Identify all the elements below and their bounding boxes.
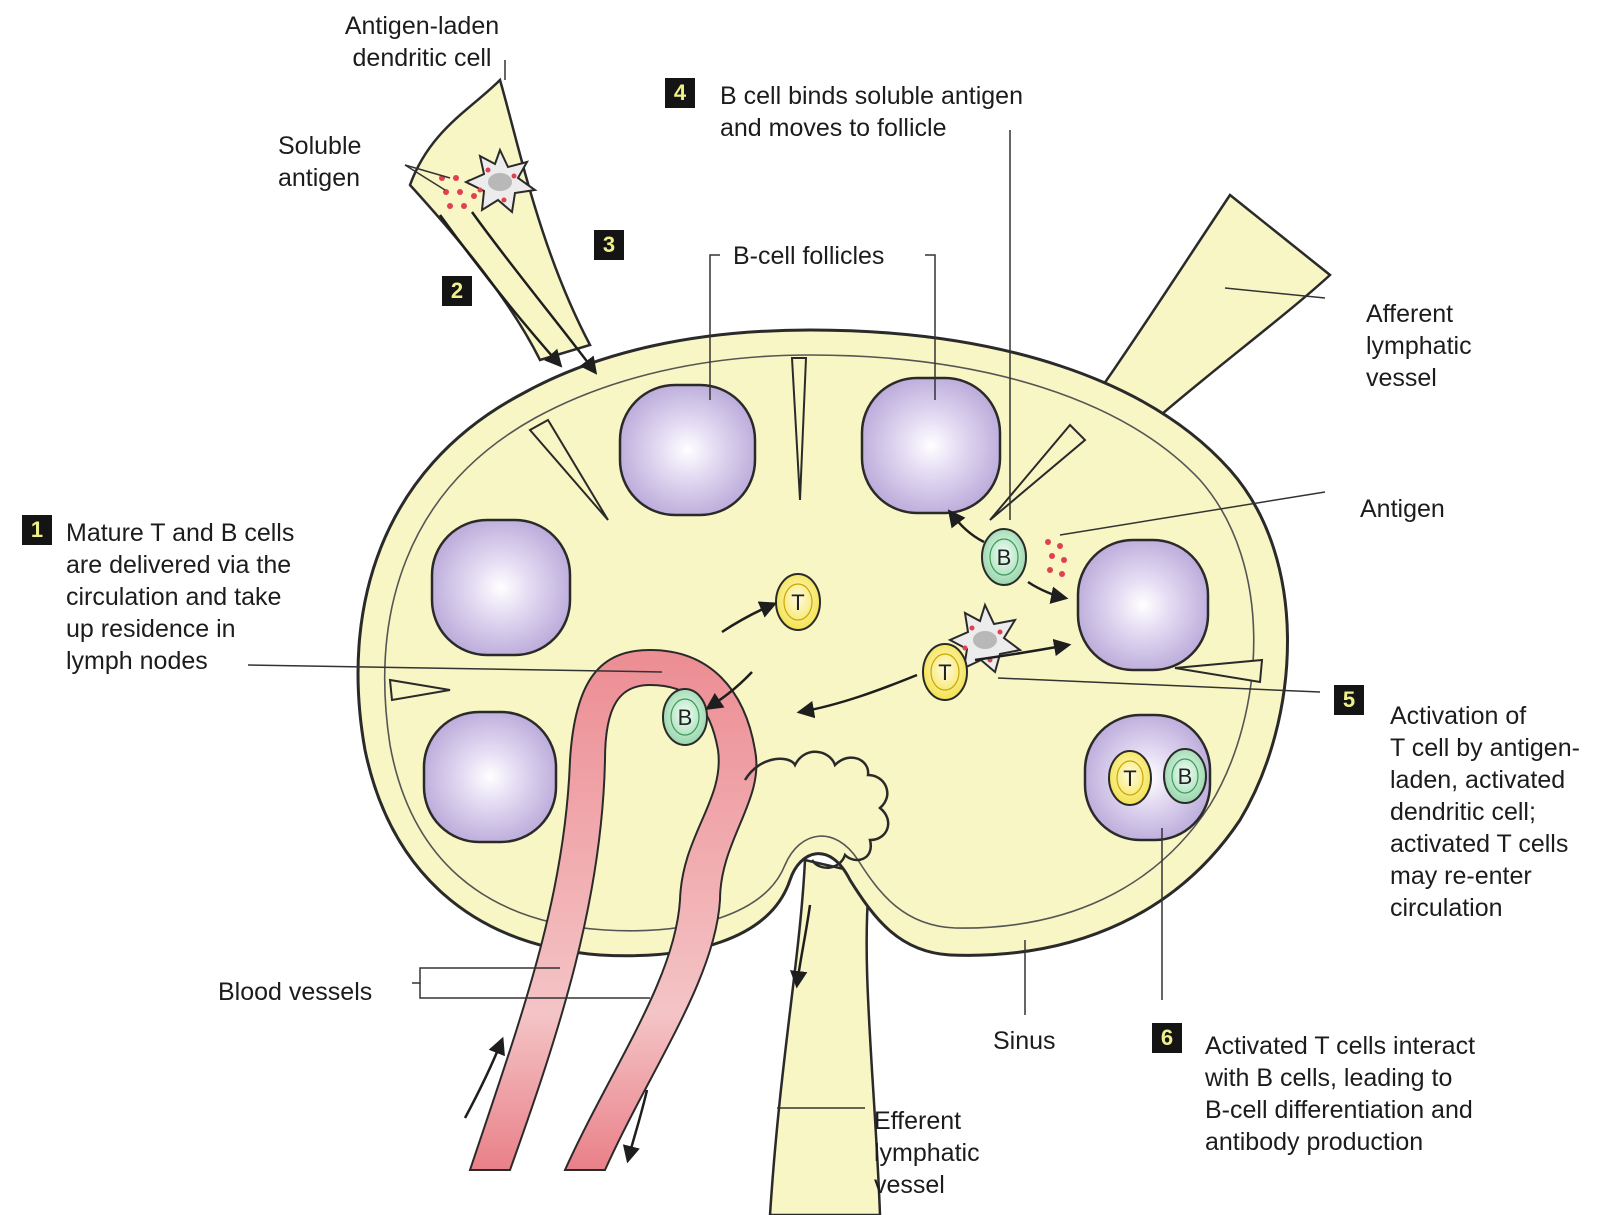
step-1-text: Mature T and B cells are delivered via t… xyxy=(66,517,294,677)
antigen-label: Antigen xyxy=(1360,493,1445,525)
step-6-text: Activated T cells interact with B cells,… xyxy=(1205,1030,1475,1158)
step-1-badge: 1 xyxy=(22,515,52,545)
b-cell: B xyxy=(982,529,1026,585)
sinus-label: Sinus xyxy=(993,1025,1056,1057)
dendritic-cell-label: Antigen-laden dendritic cell xyxy=(322,10,522,74)
step-6-badge: 6 xyxy=(1152,1023,1182,1053)
follicle xyxy=(1078,540,1208,670)
step-2-badge: 2 xyxy=(442,276,472,306)
b-cell: B xyxy=(663,689,707,745)
follicle xyxy=(620,385,755,515)
t-cell: T xyxy=(776,574,820,630)
efferent-vessel xyxy=(770,860,880,1215)
step-3-badge: 3 xyxy=(594,230,624,260)
efferent-vessel-label: Efferent lymphatic vessel xyxy=(874,1105,980,1201)
b-cell-letter: B xyxy=(1178,764,1193,789)
blood-vessels-label: Blood vessels xyxy=(218,976,372,1008)
follicle xyxy=(432,520,570,655)
soluble-antigen-label: Soluble antigen xyxy=(278,130,361,194)
b-cell: B xyxy=(1164,749,1206,803)
t-cell: T xyxy=(1109,751,1151,805)
t-cell: T xyxy=(923,644,967,700)
step-4-badge: 4 xyxy=(665,78,695,108)
afferent-vessel-left xyxy=(410,80,590,360)
t-cell-letter: T xyxy=(938,660,951,685)
follicle xyxy=(862,378,1000,513)
follicle xyxy=(424,712,556,842)
t-cell-letter: T xyxy=(791,590,804,615)
b-cell-letter: B xyxy=(997,545,1012,570)
step-4-text: B cell binds soluble antigen and moves t… xyxy=(720,80,1023,144)
t-cell-letter: T xyxy=(1123,766,1136,791)
b-cell-follicles-label: B-cell follicles xyxy=(733,240,884,272)
b-cell-letter: B xyxy=(678,705,693,730)
step-5-text: Activation of T cell by antigen- laden, … xyxy=(1390,700,1580,924)
step-5-badge: 5 xyxy=(1334,685,1364,715)
afferent-vessel-label: Afferent lymphatic vessel xyxy=(1366,298,1472,394)
